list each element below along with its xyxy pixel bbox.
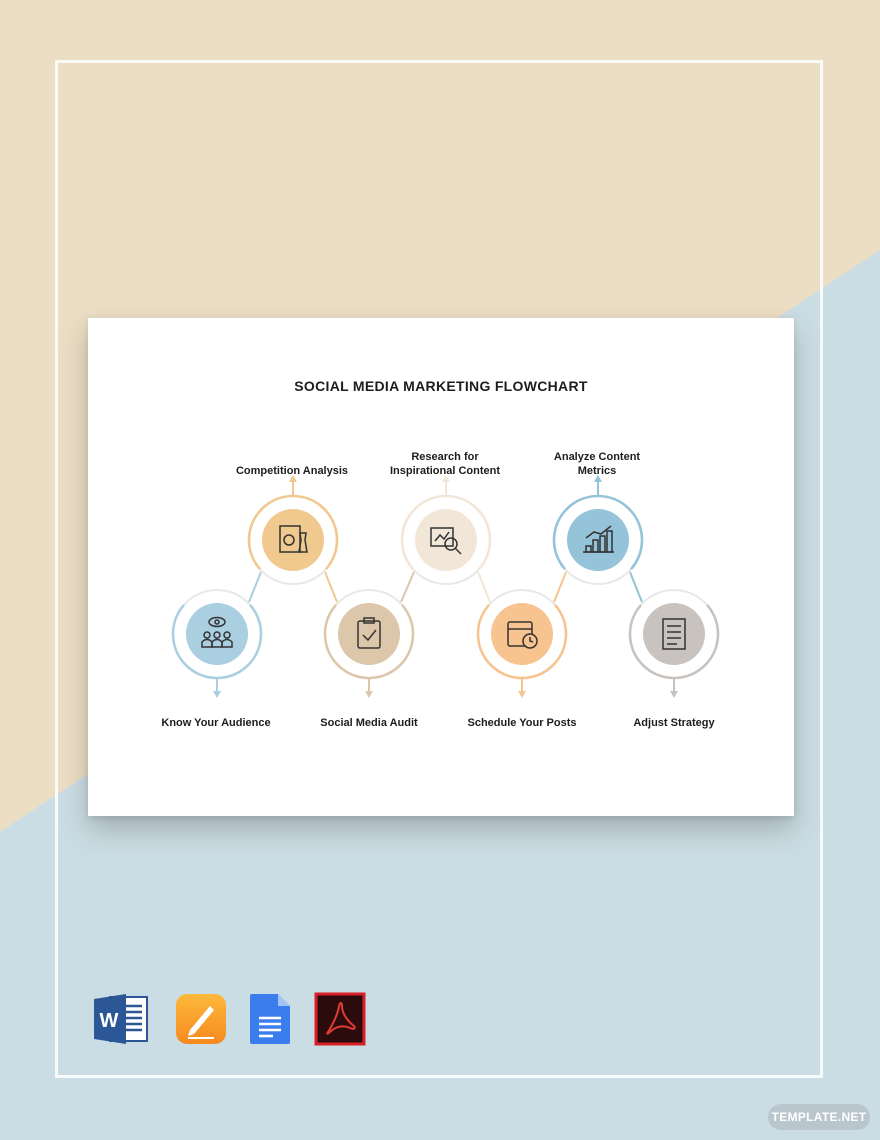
step-node-2 bbox=[323, 571, 415, 698]
flowchart-diagram bbox=[171, 475, 720, 698]
audience-eye-icon bbox=[201, 616, 233, 648]
chess-report-icon bbox=[279, 525, 308, 553]
bar-chart-icon bbox=[583, 525, 614, 553]
metrics-label-line-2: Metrics bbox=[577, 465, 617, 477]
calendar-clock-icon bbox=[507, 621, 538, 649]
step-node-3 bbox=[400, 475, 492, 603]
word-icon[interactable]: W bbox=[92, 992, 150, 1046]
document-adjust-icon bbox=[662, 618, 686, 650]
step-label-research: Research for Inspirational Content bbox=[370, 450, 520, 478]
step-label-adjust-strategy: Adjust Strategy bbox=[633, 717, 715, 729]
step-node-5 bbox=[552, 475, 644, 603]
google-docs-icon[interactable] bbox=[248, 992, 292, 1046]
step-node-1 bbox=[247, 475, 339, 603]
step-node-0 bbox=[171, 571, 263, 698]
decorative-frame bbox=[55, 60, 823, 1078]
step-label-competition-analysis: Competition Analysis bbox=[235, 465, 349, 477]
step-node-4 bbox=[476, 571, 568, 698]
page-title: SOCIAL MEDIA MARKETING FLOWCHART bbox=[294, 378, 588, 394]
step-label-schedule-your-posts: Schedule Your Posts bbox=[467, 717, 577, 729]
research-label-line-2: Inspirational Content bbox=[390, 465, 500, 477]
step-node-6 bbox=[628, 589, 720, 698]
adobe-pdf-icon[interactable] bbox=[314, 992, 366, 1046]
pages-icon[interactable] bbox=[174, 992, 228, 1046]
research-label-line-1: Research for bbox=[411, 451, 479, 463]
template-net-badge[interactable]: TEMPLATE.NET bbox=[768, 1104, 870, 1130]
clipboard-check-icon bbox=[357, 617, 381, 649]
step-label-analyze-metrics: Analyze Content Metrics bbox=[522, 450, 672, 478]
metrics-label-line-1: Analyze Content bbox=[553, 451, 641, 463]
step-label-know-your-audience: Know Your Audience bbox=[161, 717, 271, 729]
magnifier-chart-icon bbox=[430, 527, 462, 555]
flowchart-sheet: SOCIAL MEDIA MARKETING FLOWCHART Know Yo… bbox=[88, 318, 794, 816]
step-label-social-media-audit: Social Media Audit bbox=[320, 717, 418, 729]
svg-text:W: W bbox=[100, 1010, 119, 1032]
